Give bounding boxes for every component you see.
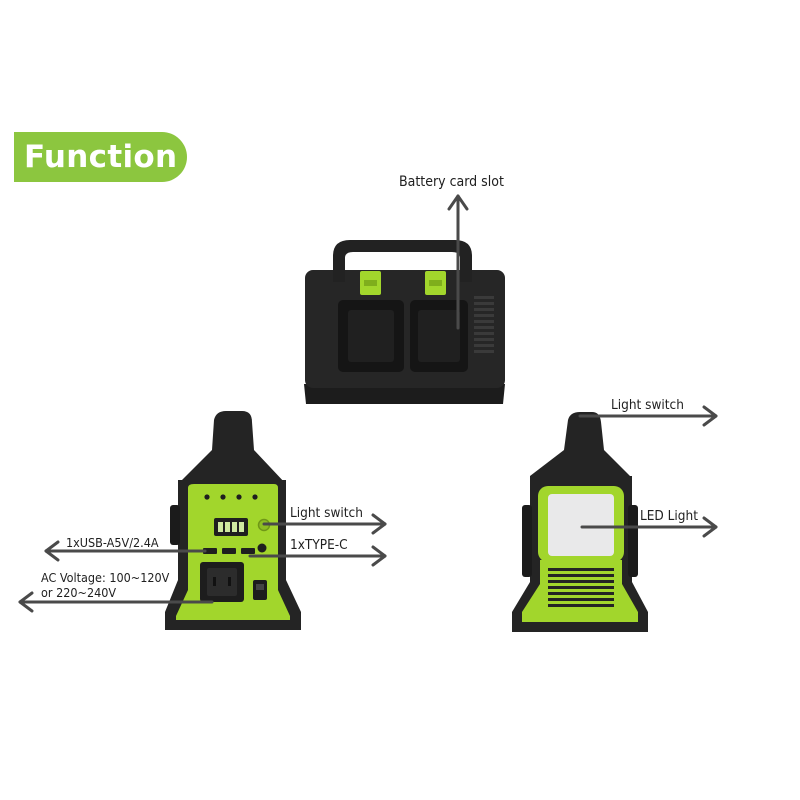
label-type-c: 1xTYPE-C — [290, 537, 348, 553]
arrow-ac-voltage — [18, 591, 214, 613]
arrow-type-c — [248, 545, 387, 567]
label-light-switch-left: Light switch — [290, 505, 363, 521]
right-view-device — [512, 412, 648, 632]
label-light-switch-right: Light switch — [611, 397, 684, 413]
usb-port-2 — [222, 548, 236, 554]
arrow-light-switch-left — [262, 513, 387, 535]
function-badge: Function — [14, 132, 187, 182]
arrow-light-switch-right — [578, 405, 718, 427]
left-view-device — [165, 411, 301, 630]
label-ac-voltage-line1: AC Voltage: 100~120V — [41, 570, 170, 585]
label-usb: 1xUSB-A5V/2.4A — [66, 535, 159, 550]
usb-port-1 — [203, 548, 217, 554]
usb-port-3 — [241, 548, 255, 554]
arrow-battery-slot — [447, 194, 469, 330]
arrow-led-light — [580, 516, 718, 538]
label-battery-card-slot: Battery card slot — [399, 174, 504, 190]
led-light-panel — [548, 494, 614, 556]
type-c-port — [257, 543, 267, 553]
label-led-light: LED Light — [640, 508, 698, 524]
arrow-usb — [44, 540, 207, 562]
top-view-device — [304, 240, 505, 404]
label-ac-voltage-line2: or 220~240V — [41, 585, 117, 600]
